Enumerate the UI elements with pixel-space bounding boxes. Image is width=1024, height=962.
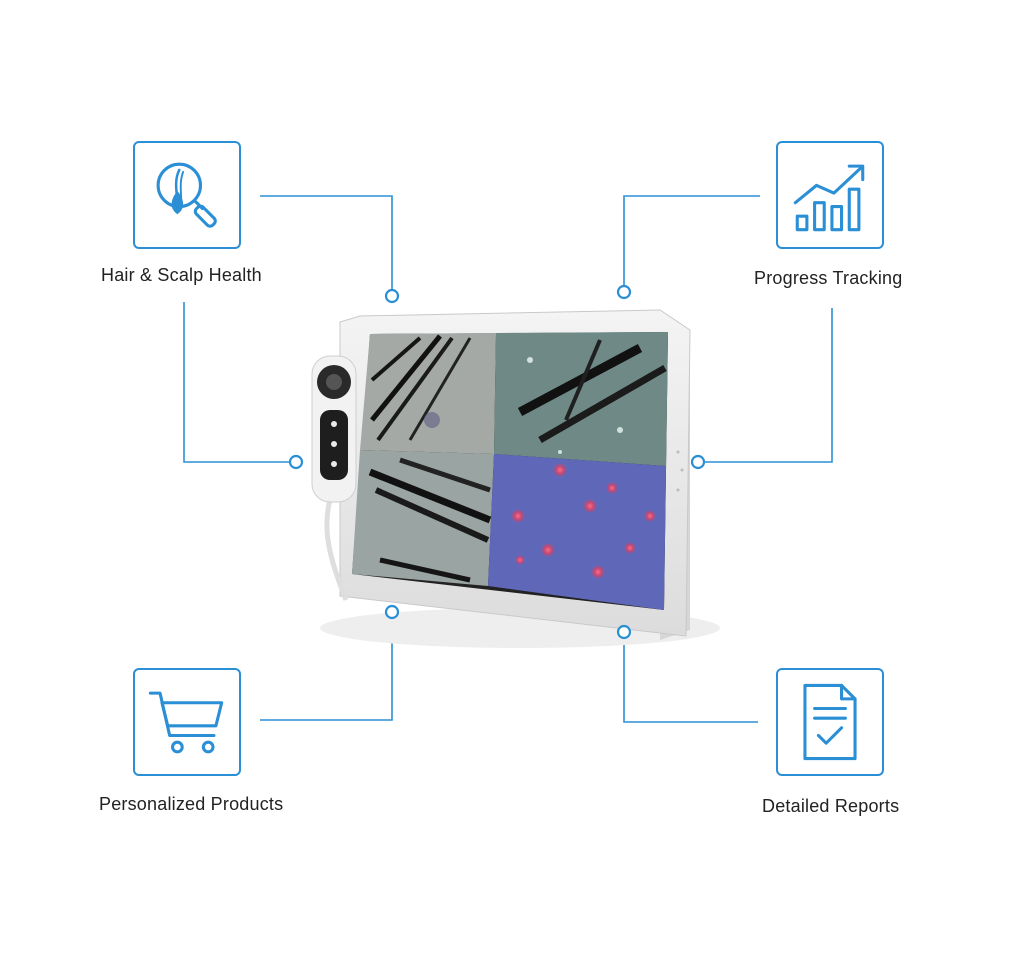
magnifier-hair-icon [156, 162, 217, 228]
connector-lines [183, 195, 833, 723]
shopping-cart-icon [148, 691, 224, 754]
feature-box-hair-scalp [133, 141, 241, 249]
screen-view-uv-follicle-view [488, 454, 666, 610]
connector-hair-side [183, 302, 296, 463]
bar-chart-trend-icon [793, 164, 865, 232]
anchor-dot [384, 604, 400, 620]
feature-label-products: Personalized Products [99, 794, 284, 814]
screen-view-hair-strands-closeup [352, 450, 494, 586]
connector-products [260, 612, 393, 721]
screen-view-hair-follicle-closeup [494, 332, 668, 466]
anchor-dot [616, 624, 632, 640]
feature-label-progress: Progress Tracking [754, 268, 903, 288]
report-check-icon [803, 683, 857, 761]
connector-progress-top [623, 195, 760, 292]
connector-progress-side [698, 308, 833, 463]
screen-view-scalp-hair-closeup [360, 333, 496, 454]
connector-hair-top [260, 195, 393, 296]
analyzer-device [311, 309, 720, 648]
feature-box-reports [776, 668, 884, 776]
feature-box-products [133, 668, 241, 776]
feature-label-reports: Detailed Reports [762, 796, 900, 816]
anchor-dot [616, 284, 632, 300]
anchor-dot [690, 454, 706, 470]
anchor-dot [384, 288, 400, 304]
handheld-probe [311, 355, 357, 601]
feature-box-progress [776, 141, 884, 249]
anchor-dots [288, 284, 706, 640]
connector-reports [623, 632, 758, 723]
feature-label-hair-scalp: Hair & Scalp Health [101, 265, 262, 285]
anchor-dot [288, 454, 304, 470]
